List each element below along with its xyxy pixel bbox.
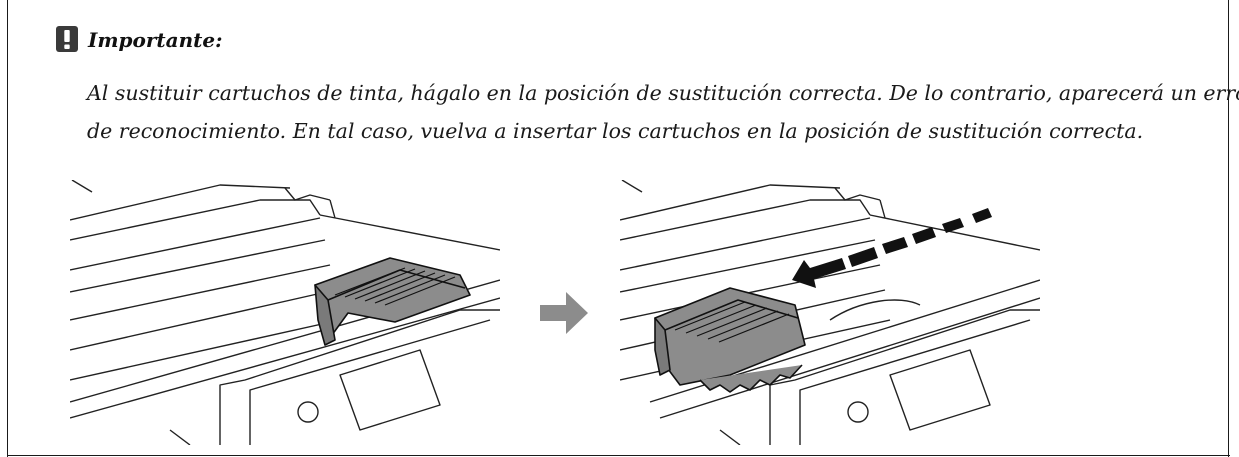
printer-cartridge-correct-position-illustration <box>620 180 1040 445</box>
notice-title: Importante: <box>88 28 223 52</box>
notice-body: Al sustituir cartuchos de tinta, hágalo … <box>87 74 1239 150</box>
notice-line-1: Al sustituir cartuchos de tinta, hágalo … <box>87 81 1239 105</box>
notice-box <box>7 0 1229 457</box>
warning-exclamation-icon <box>56 26 78 52</box>
notice-box-bottom-border <box>7 455 1230 456</box>
right-arrow-icon <box>540 292 588 334</box>
printer-cartridge-wrong-position-illustration <box>70 180 500 445</box>
notice-line-2: de reconocimiento. En tal caso, vuelva a… <box>87 119 1144 143</box>
